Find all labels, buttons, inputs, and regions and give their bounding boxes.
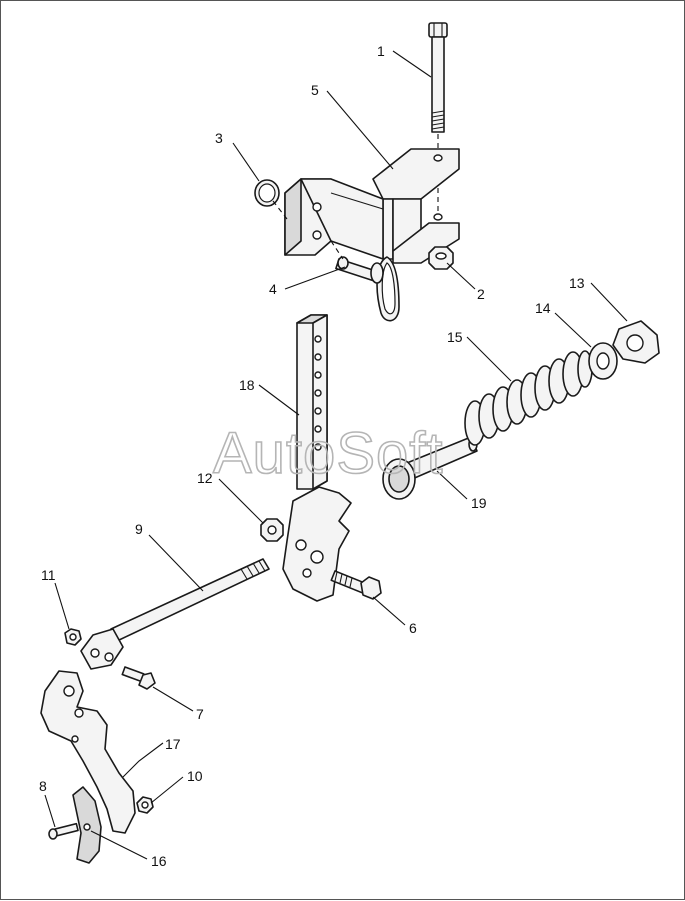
callout-19: 19 — [471, 495, 487, 511]
part-3-snap-ring — [254, 179, 280, 207]
part-15-spring — [464, 350, 593, 446]
callout-6: 6 — [409, 620, 417, 636]
callout-10: 10 — [187, 768, 203, 784]
callout-4: 4 — [269, 281, 277, 297]
callout-1: 1 — [377, 43, 385, 59]
callout-7: 7 — [196, 706, 204, 722]
callout-9: 9 — [135, 521, 143, 537]
part-12-nut — [260, 518, 284, 542]
part-13-hex-nut — [612, 320, 660, 364]
part-6-bolt — [330, 570, 382, 600]
part-14-washer — [588, 342, 618, 380]
callout-15: 15 — [447, 329, 463, 345]
callout-17: 17 — [165, 736, 181, 752]
part-10-nut — [136, 796, 154, 814]
part-1-bolt — [428, 22, 448, 133]
part-9-rod — [80, 558, 270, 670]
callout-12: 12 — [197, 470, 213, 486]
part-7-bolt — [121, 666, 156, 690]
part-5-bracket — [284, 148, 460, 264]
callout-18: 18 — [239, 377, 255, 393]
callout-3: 3 — [215, 130, 223, 146]
part-19-spring-pin — [382, 436, 478, 500]
callout-14: 14 — [535, 300, 551, 316]
callout-5: 5 — [311, 82, 319, 98]
callout-labels: 1 2 3 4 5 6 7 8 9 10 11 12 13 14 15 16 1… — [39, 43, 585, 869]
watermark-text: AutoSoft — [213, 421, 443, 486]
part-16-blade — [72, 786, 102, 864]
callout-2: 2 — [477, 286, 485, 302]
callout-8: 8 — [39, 778, 47, 794]
part-8-bolt — [48, 822, 79, 840]
callout-16: 16 — [151, 853, 167, 869]
callout-11: 11 — [41, 567, 56, 583]
part-11-nut — [64, 628, 82, 646]
leader-lines — [44, 50, 628, 860]
callout-13: 13 — [569, 275, 585, 291]
part-17-lever — [40, 670, 136, 834]
part-4-pin — [335, 256, 400, 322]
